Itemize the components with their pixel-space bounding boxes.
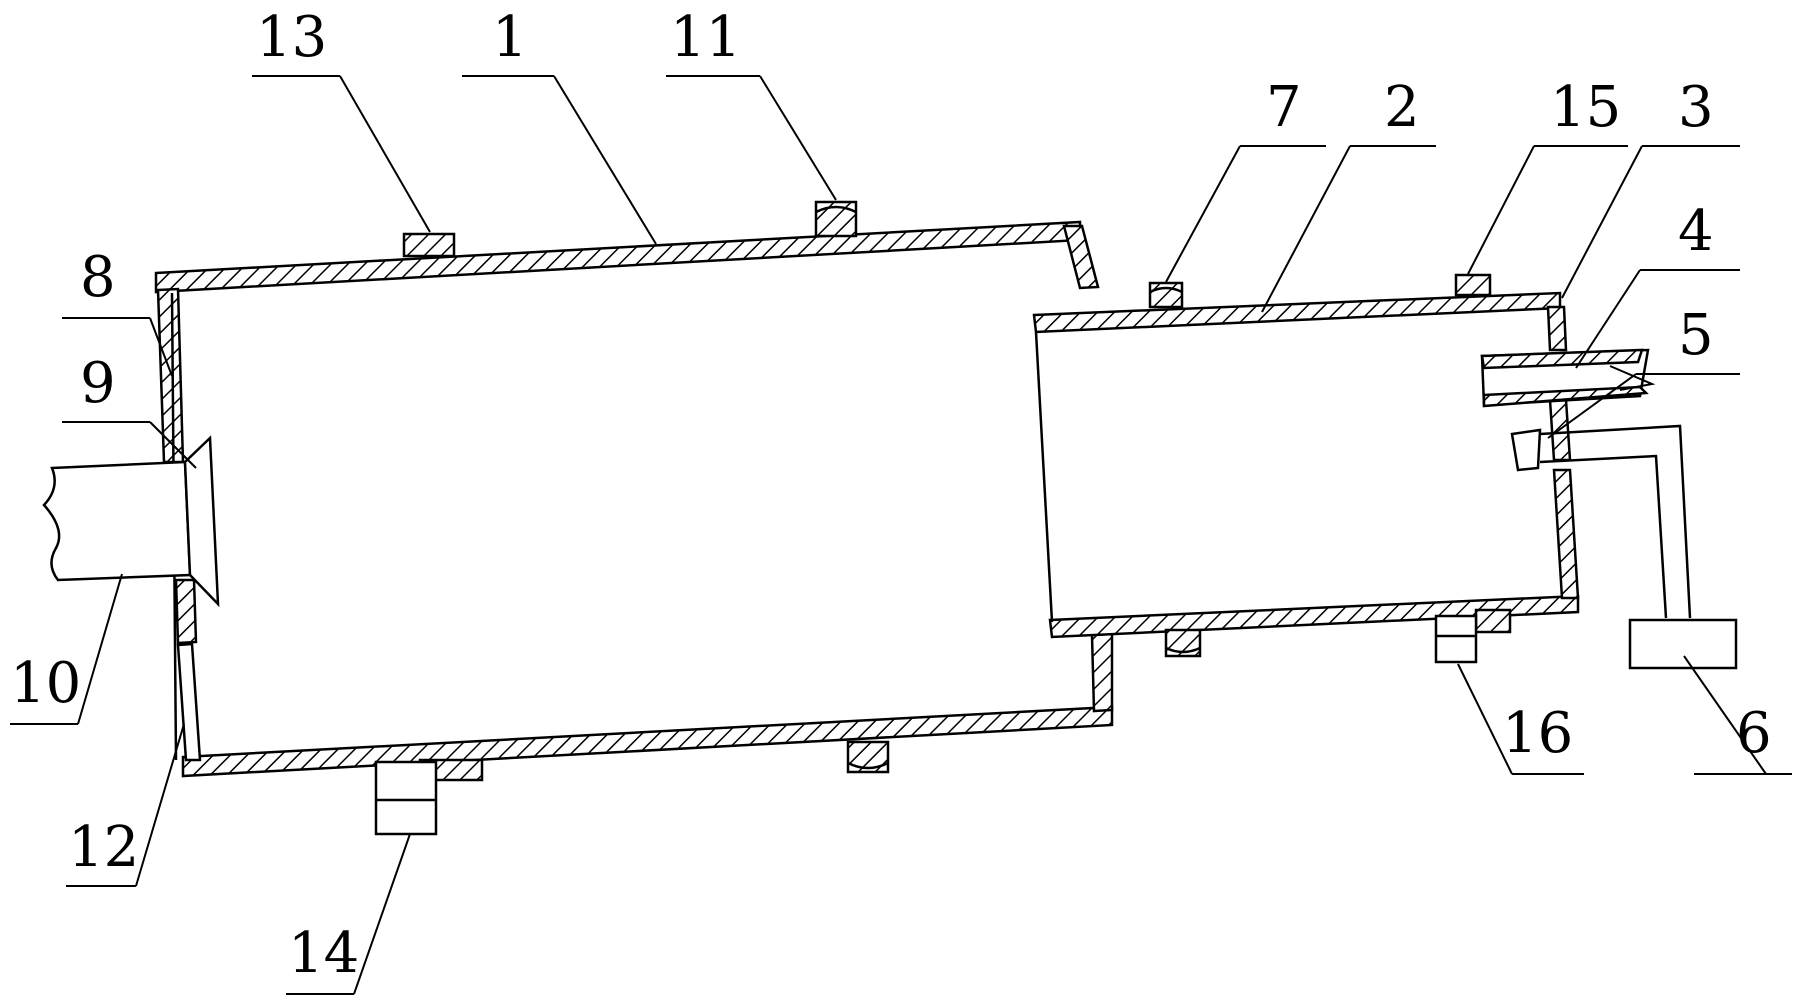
label-15: 15 [1550, 75, 1621, 140]
nozzle-5 [1510, 428, 1542, 472]
label-16: 16 [1502, 701, 1573, 766]
main-vessel-fittings [374, 200, 890, 836]
secondary-vessel-fittings [1148, 273, 1512, 664]
reference-numerals: 13 1 11 7 2 15 3 4 5 8 9 10 12 14 16 6 [10, 5, 1772, 986]
label-11: 11 [670, 5, 741, 70]
leader-lines [10, 75, 1792, 995]
label-6: 6 [1736, 701, 1772, 766]
nozzle-assembly [1510, 424, 1738, 670]
label-5: 5 [1678, 303, 1714, 368]
label-10: 10 [10, 651, 81, 716]
label-2: 2 [1384, 75, 1420, 140]
fitting-secondary-bottom [1164, 628, 1202, 658]
label-4: 4 [1678, 199, 1714, 264]
unit-6 [1628, 618, 1738, 670]
label-14: 14 [288, 921, 359, 986]
label-13: 13 [256, 5, 327, 70]
support-16 [1434, 614, 1478, 664]
secondary-vessel [1032, 291, 1580, 639]
inlet-pipe-10 [42, 460, 192, 582]
main-vessel-top-wall [154, 220, 1082, 294]
label-7: 7 [1266, 75, 1302, 140]
drain-pipe-12 [176, 642, 202, 762]
secondary-vessel-top-wall [1032, 291, 1562, 334]
main-vessel-right-lower-wall [1090, 632, 1114, 713]
fitting-13 [402, 232, 456, 258]
secondary-vessel-bottom-wall [1048, 594, 1580, 639]
label-1: 1 [492, 5, 528, 70]
label-12: 12 [68, 815, 139, 880]
main-vessel-right-upper-wall [1062, 224, 1100, 290]
fitting-secondary-bottom-right [1474, 608, 1512, 634]
fitting-7 [1148, 281, 1184, 309]
main-vessel-left-upper-wall [156, 287, 185, 464]
inlet-assembly [42, 435, 220, 608]
secondary-vessel-right-wall-upper [1546, 305, 1568, 352]
fitting-11 [814, 200, 858, 238]
fitting-15 [1454, 273, 1492, 297]
label-8: 8 [80, 245, 116, 310]
label-3: 3 [1678, 75, 1714, 140]
main-vessel-bottom-wall [181, 705, 1114, 778]
outlet-pipe-4 [1480, 348, 1656, 408]
main-vessel-left-mid-wall [174, 578, 198, 645]
main-vessel [154, 220, 1114, 778]
inlet-cone-9 [183, 435, 220, 608]
label-9: 9 [80, 351, 116, 416]
secondary-vessel-right-wall-bottom [1552, 468, 1580, 600]
support-14 [374, 760, 438, 836]
